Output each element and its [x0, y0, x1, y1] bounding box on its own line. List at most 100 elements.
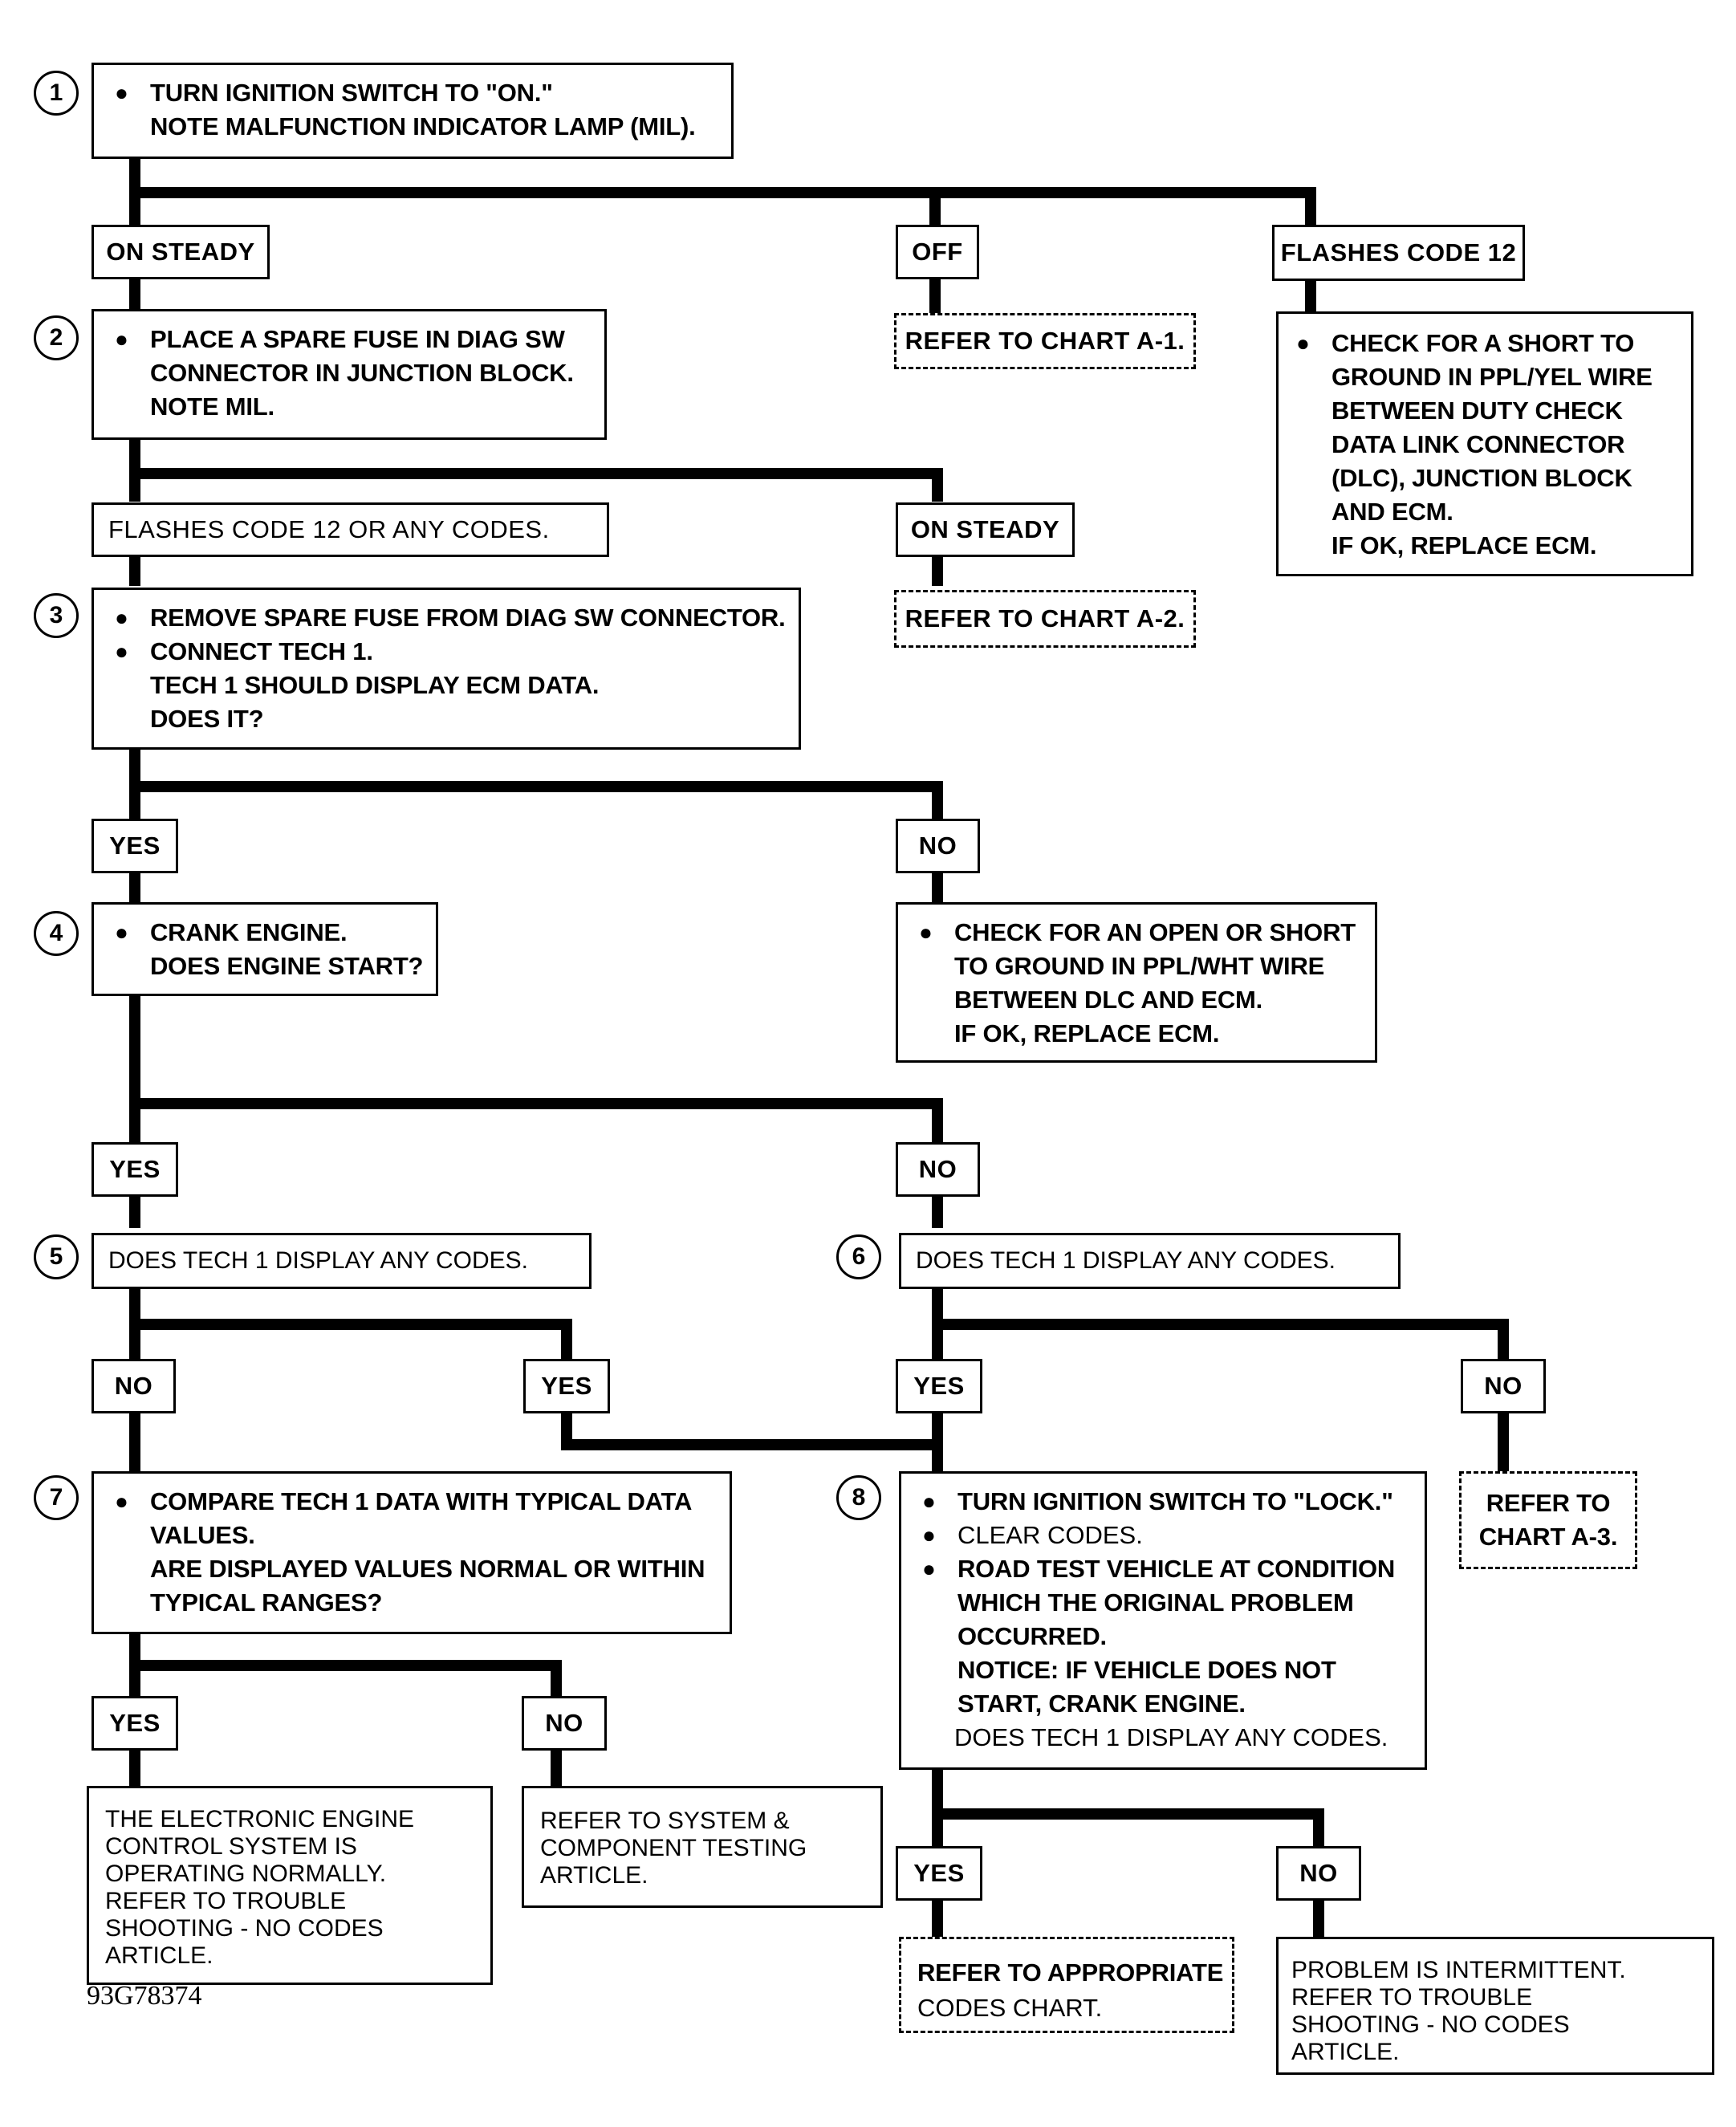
- label-off: OFF: [896, 225, 979, 279]
- step-2-box: ● PLACE A SPARE FUSE IN DIAG SW CONNECTOR…: [91, 309, 607, 440]
- bullet-icon: ●: [115, 639, 128, 664]
- result-short-ppl-yel: ● CHECK FOR A SHORT TO GROUND IN PPL/YEL …: [1276, 311, 1693, 576]
- step-8-text: CLEAR CODES.: [957, 1521, 1143, 1549]
- result-chart-a2: REFER TO CHART A-2.: [894, 590, 1196, 648]
- label-on-steady-2: ON STEADY: [896, 502, 1075, 557]
- result-line: ARTICLE.: [540, 1862, 648, 1889]
- bullet-icon: ●: [115, 1489, 128, 1514]
- result-line: ARTICLE.: [1291, 2039, 1400, 2065]
- bullet-icon: ●: [1296, 331, 1310, 356]
- result-line: REFER TO TROUBLE: [105, 1888, 347, 1914]
- label-yes: YES: [523, 1359, 610, 1413]
- result-line: (DLC), JUNCTION BLOCK: [1331, 464, 1632, 492]
- result-chart-a3: REFER TO CHART A-3.: [1459, 1471, 1637, 1569]
- step-3-box: ● REMOVE SPARE FUSE FROM DIAG SW CONNECTO…: [91, 588, 801, 750]
- step-4-text: CRANK ENGINE.: [150, 918, 348, 946]
- step-8-line: DOES TECH 1 DISPLAY ANY CODES.: [954, 1723, 1388, 1751]
- result-line: OPERATING NORMALLY.: [105, 1861, 387, 1887]
- result-line: CODES CHART.: [917, 1994, 1103, 2022]
- step-3-line: ● CONNECT TECH 1.: [115, 635, 799, 669]
- result-line: SHOOTING - NO CODES: [105, 1915, 384, 1942]
- step-5-text: DOES TECH 1 DISPLAY ANY CODES.: [108, 1247, 528, 1274]
- step-1-text: TURN IGNITION SWITCH TO "ON.": [150, 79, 553, 107]
- bullet-icon: ●: [115, 920, 128, 945]
- label-yes: YES: [91, 1696, 178, 1751]
- step-2-line: NOTE MIL.: [150, 392, 274, 421]
- result-text: CHECK FOR A SHORT TO: [1331, 329, 1635, 357]
- step-4-line: DOES ENGINE START?: [150, 952, 424, 980]
- bullet-icon: ●: [115, 605, 128, 630]
- result-line: THE ELECTRONIC ENGINE: [105, 1806, 415, 1832]
- result-text: CHECK FOR AN OPEN OR SHORT: [954, 918, 1356, 946]
- step-6-text: DOES TECH 1 DISPLAY ANY CODES.: [916, 1247, 1336, 1274]
- result-line: PROBLEM IS INTERMITTENT.: [1291, 1957, 1626, 1983]
- step-2-line: CONNECTOR IN JUNCTION BLOCK.: [150, 359, 574, 387]
- label-yes: YES: [896, 1846, 982, 1901]
- result-line: REFER TO TROUBLE: [1291, 1984, 1533, 2011]
- step-3-line: DOES IT?: [150, 705, 264, 733]
- result-line: IF OK, REPLACE ECM.: [954, 1019, 1220, 1047]
- step-2-text: PLACE A SPARE FUSE IN DIAG SW: [150, 325, 565, 353]
- bullet-icon: ●: [115, 80, 128, 105]
- step-4-box: ● CRANK ENGINE. DOES ENGINE START?: [91, 902, 438, 996]
- step-7-text: COMPARE TECH 1 DATA WITH TYPICAL DATA: [150, 1487, 693, 1515]
- step-8-line: ● CLEAR CODES.: [922, 1519, 1425, 1552]
- result-line: BETWEEN DLC AND ECM.: [954, 986, 1263, 1014]
- step-3-text: REMOVE SPARE FUSE FROM DIAG SW CONNECTOR…: [150, 604, 786, 632]
- step-7-line: VALUES.: [150, 1521, 255, 1549]
- result-line: REFER TO SYSTEM &: [540, 1808, 790, 1834]
- step-1-box: ● TURN IGNITION SWITCH TO "ON." NOTE MALF…: [91, 63, 734, 159]
- figure-id: 93G78374: [87, 1981, 202, 2011]
- step-8-number: 8: [836, 1475, 881, 1520]
- step-8-text: TURN IGNITION SWITCH TO "LOCK.": [957, 1487, 1393, 1515]
- result-line: DATA LINK CONNECTOR: [1331, 430, 1625, 458]
- step-8-line: ●TURN IGNITION SWITCH TO "LOCK.": [922, 1485, 1425, 1519]
- label-flashes-any-codes: FLASHES CODE 12 OR ANY CODES.: [91, 502, 609, 557]
- step-6-number: 6: [836, 1234, 881, 1279]
- step-7-box: ● COMPARE TECH 1 DATA WITH TYPICAL DATA V…: [91, 1471, 732, 1634]
- step-5-number: 5: [34, 1234, 79, 1279]
- step-3-line: ● REMOVE SPARE FUSE FROM DIAG SW CONNECTO…: [115, 601, 799, 635]
- step-3-number: 3: [34, 593, 79, 638]
- result-line: CONTROL SYSTEM IS: [105, 1833, 357, 1860]
- step-8-line: NOTICE: IF VEHICLE DOES NOT: [957, 1656, 1336, 1684]
- label-no: NO: [91, 1359, 176, 1413]
- step-7-number: 7: [34, 1475, 79, 1520]
- result-line: ● CHECK FOR A SHORT TO: [1296, 327, 1691, 360]
- result-line: ●CHECK FOR AN OPEN OR SHORT: [919, 916, 1375, 950]
- step-7-line: TYPICAL RANGES?: [150, 1588, 383, 1617]
- result-chart-a3-line: REFER TO: [1486, 1489, 1611, 1517]
- result-line: GROUND IN PPL/YEL WIRE: [1331, 363, 1653, 391]
- step-1-line: NOTE MALFUNCTION INDICATOR LAMP (MIL).: [150, 112, 696, 140]
- label-no: NO: [896, 819, 980, 873]
- step-5-box: DOES TECH 1 DISPLAY ANY CODES.: [91, 1233, 592, 1289]
- result-operating-normally: THE ELECTRONIC ENGINE CONTROL SYSTEM IS …: [87, 1786, 493, 1985]
- result-line: ARTICLE.: [105, 1942, 213, 1969]
- step-4-number: 4: [34, 911, 79, 956]
- step-2-number: 2: [34, 315, 79, 360]
- step-4-line: ● CRANK ENGINE.: [115, 916, 436, 950]
- step-1-line: ● TURN IGNITION SWITCH TO "ON.": [115, 76, 731, 110]
- label-no: NO: [1461, 1359, 1546, 1413]
- label-yes: YES: [91, 819, 178, 873]
- step-8-line: WHICH THE ORIGINAL PROBLEM: [957, 1588, 1354, 1617]
- label-no: NO: [522, 1696, 607, 1751]
- result-line: TO GROUND IN PPL/WHT WIRE: [954, 952, 1325, 980]
- result-line: IF OK, REPLACE ECM.: [1331, 531, 1597, 559]
- step-3-line: TECH 1 SHOULD DISPLAY ECM DATA.: [150, 671, 600, 699]
- step-8-line: OCCURRED.: [957, 1622, 1107, 1650]
- bullet-icon: ●: [115, 327, 128, 352]
- label-flashes-code-12: FLASHES CODE 12: [1272, 225, 1525, 281]
- step-8-line: ●ROAD TEST VEHICLE AT CONDITION: [922, 1552, 1425, 1586]
- step-2-line: ● PLACE A SPARE FUSE IN DIAG SW: [115, 323, 604, 356]
- result-chart-a1: REFER TO CHART A-1.: [894, 313, 1196, 369]
- bullet-icon: ●: [922, 1523, 936, 1547]
- bullet-icon: ●: [922, 1556, 936, 1581]
- step-6-box: DOES TECH 1 DISPLAY ANY CODES.: [899, 1233, 1401, 1289]
- result-line: BETWEEN DUTY CHECK: [1331, 397, 1623, 425]
- result-chart-a3-line: CHART A-3.: [1478, 1523, 1618, 1551]
- step-3-text: CONNECT TECH 1.: [150, 637, 373, 665]
- result-codes-chart: REFER TO APPROPRIATE CODES CHART.: [899, 1937, 1234, 2033]
